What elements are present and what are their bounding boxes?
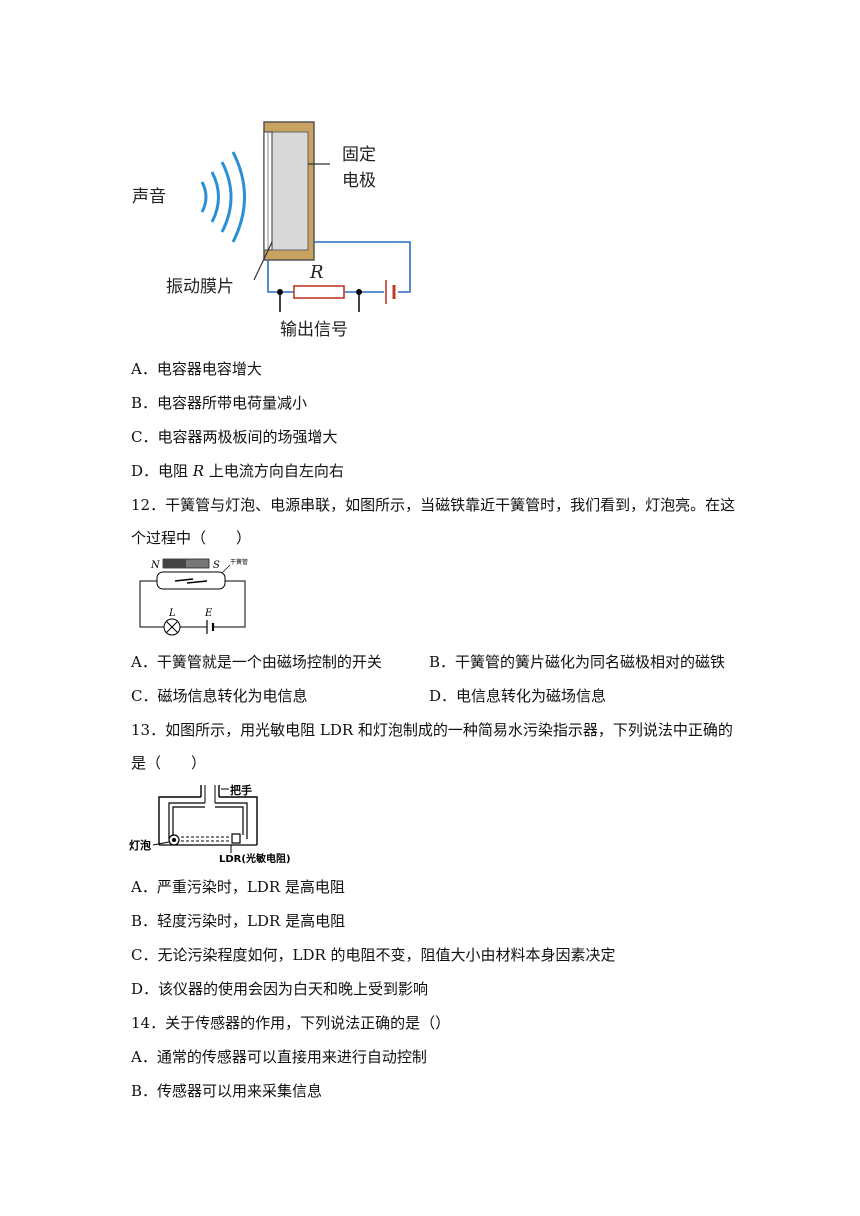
q13-option-b: B．轻度污染时，LDR 是高电阻 xyxy=(131,912,346,930)
q12-option-c: C．磁场信息转化为电信息 xyxy=(131,687,308,705)
lamp-label: L xyxy=(168,608,176,619)
q11-option-c: C．电容器两极板间的场强增大 xyxy=(131,428,338,446)
handle-label: 把手 xyxy=(230,783,252,797)
water-pollution-indicator-figure: 把手 灯泡 LDR(光敏电阻) xyxy=(129,783,291,865)
resistor-label: R xyxy=(309,262,324,283)
sound-wave-icon xyxy=(200,151,246,243)
fixed-electrode-label-2: 电极 xyxy=(342,171,376,191)
magnet-north-label: N xyxy=(150,560,161,571)
q13-option-a: A．严重污染时，LDR 是高电阻 xyxy=(131,878,345,896)
q12-option-b: B．干簧管的簧片磁化为同名磁极相对的磁铁 xyxy=(429,653,726,671)
output-signal-label: 输出信号 xyxy=(280,320,348,340)
q13-option-d: D．该仪器的使用会因为白天和晚上受到影响 xyxy=(131,980,429,998)
battery-label: E xyxy=(204,608,213,619)
q12-option-d: D．电信息转化为磁场信息 xyxy=(429,687,607,705)
ldr-label: LDR(光敏电阻) xyxy=(219,852,291,865)
sound-label: 声音 xyxy=(132,187,166,207)
q14-stem: 14．关于传感器的作用，下列说法正确的是（） xyxy=(131,1014,451,1032)
q14-option-a: A．通常的传感器可以直接用来进行自动控制 xyxy=(131,1048,427,1066)
q11-option-d: D．电阻 R 上电流方向自左向右 xyxy=(131,462,344,480)
q13-option-c: C．无论污染程度如何，LDR 的电阻不变，阻值大小由材料本身因素决定 xyxy=(131,946,616,964)
capacitor-microphone-figure: 声音 固定 电极 振动膜片 R 输出信号 xyxy=(132,121,411,340)
q12-option-a: A．干簧管就是一个由磁场控制的开关 xyxy=(131,653,382,671)
reed-switch-figure: N S 干簧管 L E xyxy=(139,558,248,636)
bulb-label: 灯泡 xyxy=(129,838,151,852)
q11-option-b: B．电容器所带电荷量减小 xyxy=(131,394,308,412)
q13-stem-line-2: 是（ ） xyxy=(131,754,207,772)
q11-option-a: A．电容器电容增大 xyxy=(131,360,262,378)
reed-switch-label: 干簧管 xyxy=(230,558,248,566)
membrane-label: 振动膜片 xyxy=(166,277,234,297)
q12-stem-line-1: 12．干簧管与灯泡、电源串联，如图所示，当磁铁靠近干簧管时，我们看到，灯泡亮。在… xyxy=(131,496,736,514)
q12-stem-line-2: 个过程中（ ） xyxy=(131,529,252,547)
fixed-electrode-label-1: 固定 xyxy=(342,145,376,165)
q14-option-b: B．传感器可以用来采集信息 xyxy=(131,1082,323,1100)
magnet-south-label: S xyxy=(213,560,220,571)
q13-stem-line-1: 13．如图所示，用光敏电阻 LDR 和灯泡制成的一种简易水污染指示器，下列说法中… xyxy=(131,721,733,739)
